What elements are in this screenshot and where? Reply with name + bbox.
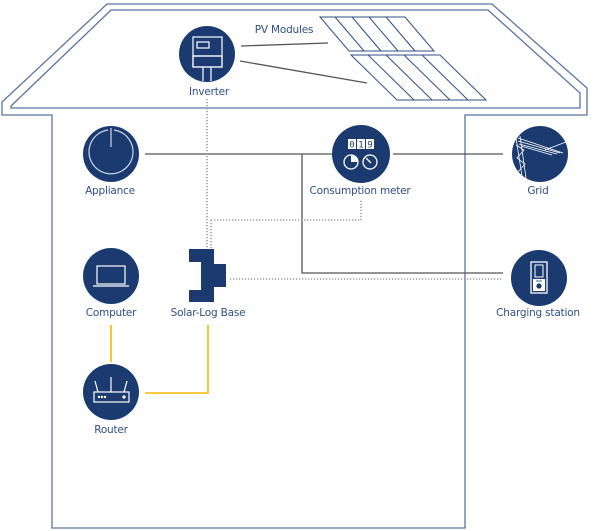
solar-log-base-icon[interactable] bbox=[189, 249, 226, 302]
solar-log-base-label: Solar-Log Base bbox=[170, 307, 246, 319]
inverter-label: Inverter bbox=[188, 86, 230, 98]
meter-digit: 9 bbox=[367, 141, 372, 151]
inverter-node[interactable] bbox=[179, 26, 235, 82]
inverter-pv-lines bbox=[239, 42, 368, 84]
router-icon bbox=[93, 377, 130, 403]
laptop-icon bbox=[93, 265, 129, 287]
house-outline bbox=[1, 3, 588, 529]
pv-modules-label: PV Modules bbox=[254, 24, 314, 36]
grid-label: Grid bbox=[527, 185, 549, 197]
meter-digit: 1 bbox=[358, 141, 363, 151]
pie-gauge-icon bbox=[343, 154, 359, 170]
data-lines bbox=[206, 99, 503, 280]
meter-display: 0 1 9 bbox=[348, 139, 374, 151]
appliance-node[interactable] bbox=[83, 126, 139, 182]
power-lines bbox=[145, 153, 503, 274]
inverter-icon bbox=[192, 36, 223, 81]
meter-digit: 0 bbox=[349, 141, 354, 151]
router-label: Router bbox=[94, 424, 128, 436]
power-pylon-icon bbox=[515, 135, 567, 179]
consumption-meter-label: Consumption meter bbox=[309, 185, 411, 197]
router-node[interactable] bbox=[83, 364, 139, 420]
consumption-meter-node[interactable]: 0 1 9 bbox=[332, 125, 390, 183]
dial-gauge-icon bbox=[362, 154, 378, 170]
computer-label: Computer bbox=[85, 307, 137, 319]
power-button-icon bbox=[88, 128, 134, 175]
grid-node[interactable] bbox=[512, 126, 568, 182]
pv-modules-icon bbox=[318, 16, 488, 101]
charger-icon bbox=[530, 261, 548, 294]
charging-station-label: Charging station bbox=[496, 307, 580, 319]
charging-station-node[interactable] bbox=[511, 250, 567, 306]
computer-node[interactable] bbox=[83, 248, 139, 304]
network-lines bbox=[110, 325, 209, 394]
appliance-label: Appliance bbox=[85, 185, 135, 197]
